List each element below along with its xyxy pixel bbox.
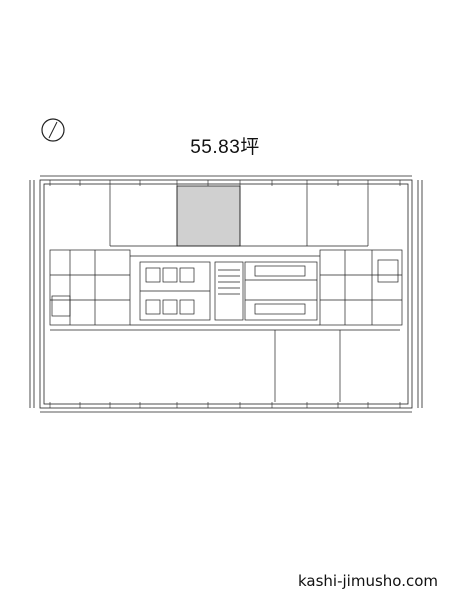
right-service [319,249,403,326]
north-arrow-icon [41,118,65,142]
core-stair [214,261,244,321]
area-label: 55.83坪 [190,137,260,158]
outer-wall [39,179,413,409]
left-service [49,249,131,326]
site-url: kashi-jimusho.com [297,572,438,590]
inner-wall [43,183,409,405]
core-right [244,261,318,321]
highlighted-unit [176,185,241,247]
